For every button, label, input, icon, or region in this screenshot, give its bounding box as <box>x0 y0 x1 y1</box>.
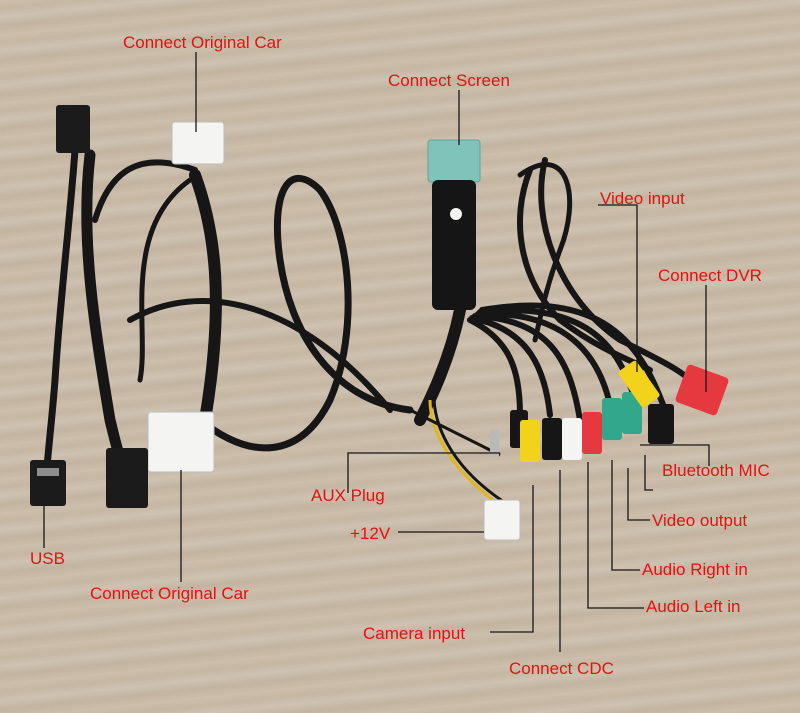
label-connect-dvr: Connect DVR <box>658 266 762 285</box>
label-connect-screen: Connect Screen <box>388 71 510 90</box>
rca-plug-yellow-video-in <box>618 360 660 408</box>
cable-video-in <box>517 167 653 373</box>
rca-plug-white-audio-left <box>562 418 582 460</box>
connector-original-car-top <box>171 121 225 165</box>
leader-aux-plug <box>347 452 500 493</box>
label-video-input: Video input <box>600 189 685 208</box>
label-audio-right-in: Audio Right in <box>642 560 748 579</box>
rca-plug-red-audio-right <box>582 412 602 454</box>
connector-12v <box>483 499 521 541</box>
connector-black-bottom <box>106 448 148 508</box>
cable-dvr <box>538 157 693 383</box>
leader-audio-left-in <box>587 462 644 609</box>
label-usb: USB <box>30 549 65 568</box>
connector-dvr <box>675 364 729 416</box>
leader-bluetooth-mic-2 <box>644 455 653 491</box>
cable-coil <box>517 162 573 343</box>
cable-aux <box>409 408 501 457</box>
leader-camera-input <box>490 485 534 633</box>
cable-rca-4 <box>475 310 613 408</box>
connector-screen <box>427 139 481 183</box>
label-camera-input: Camera input <box>363 624 466 643</box>
cable-rca-6 <box>479 302 668 413</box>
cable-top-left <box>92 159 198 223</box>
usb-port <box>37 468 59 476</box>
rca-plug-green-video-out <box>602 398 622 440</box>
label-12v: +12V <box>350 524 391 543</box>
cable-bundle-left <box>81 149 131 476</box>
leader-audio-right-in <box>611 460 640 571</box>
bluetooth-mic-plug <box>648 404 674 444</box>
label-video-output: Video output <box>652 511 748 530</box>
rca-plugs <box>510 360 729 462</box>
cable-long-loop <box>196 175 414 452</box>
leader-video-output <box>627 468 650 521</box>
rca-plug-green-2 <box>622 392 642 434</box>
label-connect-cdc: Connect CDC <box>509 659 614 678</box>
cable-12v-black <box>432 399 505 504</box>
connector-black-top <box>56 105 90 153</box>
usb-plug <box>30 460 66 506</box>
label-aux-plug: AUX Plug <box>311 486 385 505</box>
connector-screen-sleeve <box>432 180 476 310</box>
rca-plug-black-cdc <box>542 418 562 460</box>
sleeve-logo <box>450 208 462 220</box>
leader-lines <box>43 52 710 652</box>
cable-original-car <box>189 169 222 426</box>
cable-cross <box>127 298 393 413</box>
cable-screen-trunk <box>414 304 466 426</box>
label-audio-left-in: Audio Left in <box>646 597 741 616</box>
cable-rca-1 <box>467 317 523 418</box>
cable-rca-2 <box>469 315 553 418</box>
cable-rca-3 <box>472 313 583 423</box>
cable-12v-yellow <box>428 399 501 507</box>
rca-plug-yellow-camera <box>520 420 540 462</box>
label-connect-original-car-bottom: Connect Original Car <box>90 584 249 603</box>
leader-video-input <box>598 204 638 372</box>
label-connect-original-car-top: Connect Original Car <box>123 33 282 52</box>
label-bluetooth-mic: Bluetooth MIC <box>662 461 770 480</box>
connector-original-car-bottom <box>147 411 215 473</box>
cable-loop-a <box>137 177 193 383</box>
cable-usb <box>42 146 79 484</box>
leader-bluetooth-mic <box>640 444 710 466</box>
aux-jack <box>490 430 499 456</box>
